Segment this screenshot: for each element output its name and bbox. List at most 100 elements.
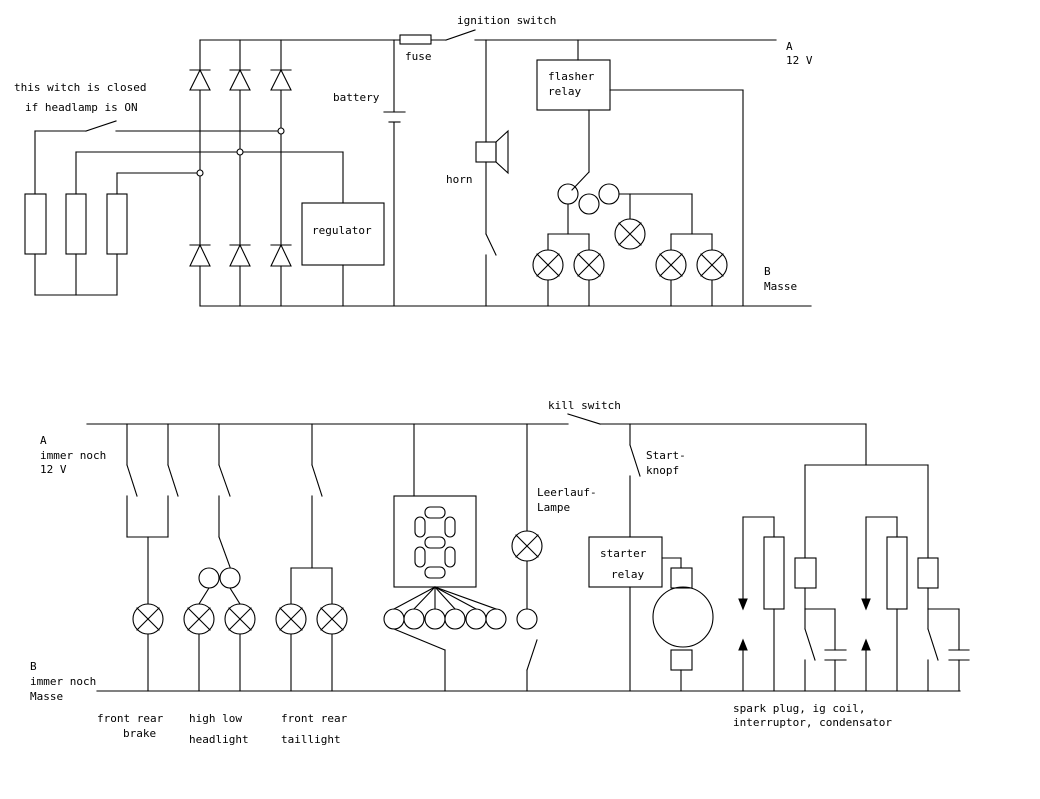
winding-coil (24, 193, 47, 255)
headlamp-note-line1: this witch is closed (14, 81, 146, 94)
brake-label-line1: front rear (97, 712, 164, 725)
headlight-label-line2: headlight (189, 733, 249, 746)
gear-contact (485, 608, 507, 630)
charging-circuit: ignition switch fuse A 12 V flasher rela… (14, 14, 813, 307)
kill-switch-label: kill switch (548, 399, 621, 412)
horn-symbol (475, 39, 509, 307)
lighting-circuit: kill switch A immer noch 12 V Start- kno… (30, 399, 970, 746)
gear-contact (444, 608, 466, 630)
fuse-label: fuse (405, 50, 432, 63)
plus-terminal-label: A (40, 434, 47, 447)
brake-switch-symbol (126, 464, 138, 497)
primary-coil (917, 557, 939, 589)
flasher-relay-circuit (532, 39, 744, 307)
diode-symbol (229, 68, 251, 91)
indicator-lamp (614, 218, 646, 250)
neutral-lamp-label-line2: Lampe (537, 501, 570, 514)
ignition-switch-symbol (445, 29, 476, 41)
segment-display (414, 546, 426, 568)
gear-indicator (383, 423, 507, 692)
winding-coil (106, 193, 128, 255)
switch-contact (557, 183, 579, 205)
horn-label: horn (446, 173, 473, 186)
kill-switch-symbol (567, 413, 601, 425)
gear-contact (424, 608, 446, 630)
primary-coil (794, 557, 817, 589)
diode-symbol (270, 68, 292, 91)
headlamp-switch-symbol (85, 120, 117, 132)
ignition-circuit (738, 423, 970, 692)
brake-label-line2: brake (123, 727, 156, 740)
ground-note-line3: Masse (30, 690, 63, 703)
headlight-switch-symbol (218, 464, 231, 497)
diode-symbol (270, 243, 292, 267)
junction-node (277, 127, 285, 135)
plus-note-line2: immer noch (40, 449, 106, 462)
ignition-switch-label: ignition switch (457, 14, 556, 27)
motor-terminal (670, 649, 693, 671)
starter-relay-box (588, 536, 663, 588)
segment-display (424, 566, 446, 579)
starter-relay-label-line1: starter (600, 547, 647, 560)
diode-symbol (229, 243, 251, 267)
ignition-label-line1: spark plug, ig coil, (733, 702, 865, 715)
taillight-label-line1: front rear (281, 712, 348, 725)
segment-display (444, 516, 456, 538)
start-button-symbol (629, 444, 641, 477)
ground-label: Masse (764, 280, 797, 293)
segment-display (424, 536, 446, 549)
taillight-label-line2: taillight (281, 733, 341, 746)
segment-display (444, 546, 456, 568)
neutral-lamp-circuit (511, 423, 543, 692)
taillight-circuit (275, 423, 348, 692)
neutral-contact (516, 608, 538, 630)
junction-node (236, 148, 244, 156)
interruptor-symbol (804, 628, 816, 661)
junction-node (196, 169, 204, 177)
brake-light-circuit (126, 423, 179, 692)
ignition-label-line2: interruptor, condensator (733, 716, 892, 729)
starter-circuit (588, 423, 714, 692)
spark-plug-arrow (738, 598, 748, 611)
headlight-circuit (183, 423, 256, 692)
flasher-relay-label-line2: relay (548, 85, 581, 98)
diode-symbol (189, 68, 211, 91)
switch-contact (578, 193, 600, 215)
ground-terminal-label: B (764, 265, 771, 278)
segment-display (414, 516, 426, 538)
ground-note-line2: immer noch (30, 675, 96, 688)
plus-terminal-label: A (786, 40, 793, 53)
starter-motor (652, 586, 714, 648)
plus-voltage-label: 12 V (786, 54, 813, 67)
ignition-coil (763, 536, 785, 610)
winding-coil (65, 193, 87, 255)
dimmer-switch-lever (218, 536, 231, 568)
turn-switch-lever (571, 171, 590, 191)
battery-symbol (383, 39, 406, 307)
fuse-symbol (399, 34, 432, 45)
brake-switch-symbol (167, 464, 179, 497)
spark-plug-arrow (738, 638, 748, 651)
ground-terminal-label: B (30, 660, 37, 673)
diode-symbol (189, 243, 211, 267)
gear-contact (465, 608, 487, 630)
motor-terminal (670, 567, 693, 589)
gear-contact (383, 608, 405, 630)
headlight-label-line1: high low (189, 712, 242, 725)
switch-contact (198, 567, 220, 589)
battery-label: battery (333, 91, 380, 104)
horn-switch-symbol (485, 233, 497, 256)
taillight-switch-symbol (311, 464, 323, 497)
regulator-label: regulator (312, 224, 372, 237)
stator-windings (24, 120, 344, 296)
neutral-switch-symbol (526, 639, 538, 671)
gear-indicator-box (393, 495, 477, 588)
plus-note-line3: 12 V (40, 463, 67, 476)
rectifier-bridge (189, 39, 292, 307)
spark-plug-arrow (861, 638, 871, 651)
switch-contact (219, 567, 241, 589)
start-button-label-line1: Start- (646, 449, 686, 462)
starter-relay-label-line2: relay (611, 568, 644, 581)
interruptor-symbol (927, 628, 939, 661)
